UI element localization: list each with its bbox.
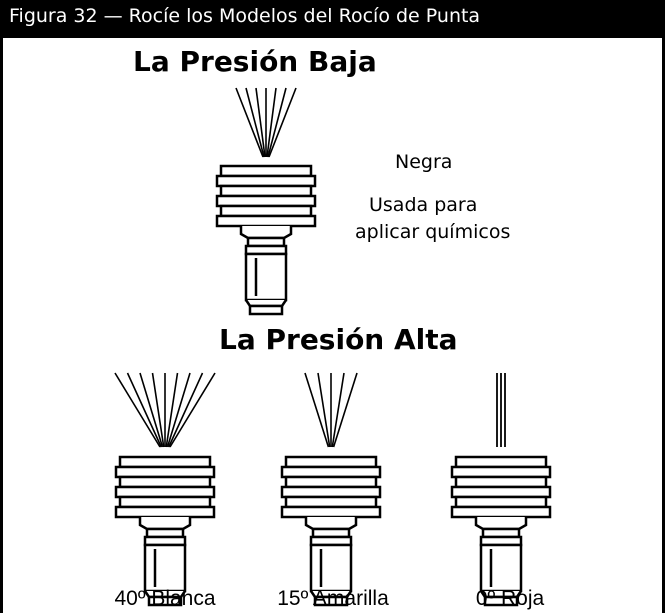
low-nozzle-description-line2: aplicar químicos: [355, 221, 511, 243]
nozzle-40-plate-top: [118, 455, 212, 469]
nozzle-40-spray-line-8: [168, 372, 204, 448]
low-nozzle-body: [244, 252, 288, 302]
low-spray-line-7: [268, 87, 297, 158]
low-spray-line-5: [266, 87, 277, 158]
nozzle-0-neck: [474, 517, 528, 531]
low-nozzle-plate-1: [215, 174, 317, 188]
nozzle-40-neck: [138, 517, 192, 531]
low-nozzle-neck: [239, 226, 293, 240]
low-spray-line-2: [245, 87, 265, 158]
nozzle-0-plate-bottom: [450, 505, 552, 519]
low-nozzle-description-line1: Usada para: [369, 194, 478, 216]
low-spray-line-1: [235, 87, 264, 158]
nozzle-0-plate-1: [450, 465, 552, 479]
low-pressure-title: La Presión Baja: [133, 45, 377, 78]
figure-title: Figura 32 — Rocíe los Modelos del Rocío …: [9, 5, 481, 27]
low-nozzle-tip: [248, 304, 284, 316]
nozzle-40-spray-line-3: [139, 372, 164, 448]
nozzle-40-plate-1: [114, 465, 216, 479]
nozzle-40-spray-line-6: [165, 372, 179, 448]
nozzle-40-spray-line-1: [114, 372, 161, 448]
nozzle-40-spray-line-2: [126, 372, 162, 448]
figure-header: Figura 32 — Rocíe los Modelos del Rocío …: [0, 0, 665, 38]
nozzle-15-spray-line-5: [332, 372, 358, 448]
nozzle-40-plate-4: [118, 495, 212, 509]
nozzle-0-plate-top: [454, 455, 548, 469]
low-nozzle-plate-top: [219, 164, 313, 178]
high-pressure-title: La Presión Alta: [219, 323, 458, 356]
nozzle-40-spray-line-9: [169, 372, 216, 448]
nozzle-40-body: [143, 543, 187, 593]
nozzle-15-plate-2: [284, 475, 378, 489]
nozzle-label-40-white: 40º Blanca: [114, 587, 216, 610]
nozzle-40-spray-line-7: [166, 372, 191, 448]
nozzle-15-spray-line-1: [304, 372, 330, 448]
nozzle-15-plate-4: [284, 495, 378, 509]
nozzle-15-plate-top: [284, 455, 378, 469]
nozzle-15-tip: [313, 595, 349, 607]
nozzle-0-plate-2: [454, 475, 548, 489]
nozzle-15-plate-1: [280, 465, 382, 479]
nozzle-15-plate-bottom: [280, 505, 382, 519]
nozzle-15-neck: [304, 517, 358, 531]
nozzle-15-spray-line-4: [331, 372, 345, 448]
nozzle-0-tip: [483, 595, 519, 607]
low-nozzle-plate-4: [219, 204, 313, 218]
nozzle-40-tip: [147, 595, 183, 607]
nozzle-15-spray-line-2: [317, 372, 331, 448]
low-spray-line-3: [255, 87, 266, 158]
low-nozzle-plate-bottom: [215, 214, 317, 228]
low-nozzle-plate-2: [219, 184, 313, 198]
nozzle-40-plate-3: [114, 485, 216, 499]
nozzle-40-plate-bottom: [114, 505, 216, 519]
nozzle-0-body: [479, 543, 523, 593]
nozzle-label-15-yellow: 15º Amarilla: [277, 587, 389, 610]
nozzle-40-plate-2: [118, 475, 212, 489]
nozzle-label-0-red: 0º Roja: [475, 587, 545, 610]
nozzle-40-spray-line-4: [151, 372, 165, 448]
nozzle-15-body: [309, 543, 353, 593]
nozzle-0-plate-3: [450, 485, 552, 499]
nozzle-15-plate-3: [280, 485, 382, 499]
low-spray-line-6: [267, 87, 287, 158]
low-nozzle-plate-3: [215, 194, 317, 208]
low-nozzle-color-label: Negra: [395, 151, 453, 173]
nozzle-0-plate-4: [454, 495, 548, 509]
